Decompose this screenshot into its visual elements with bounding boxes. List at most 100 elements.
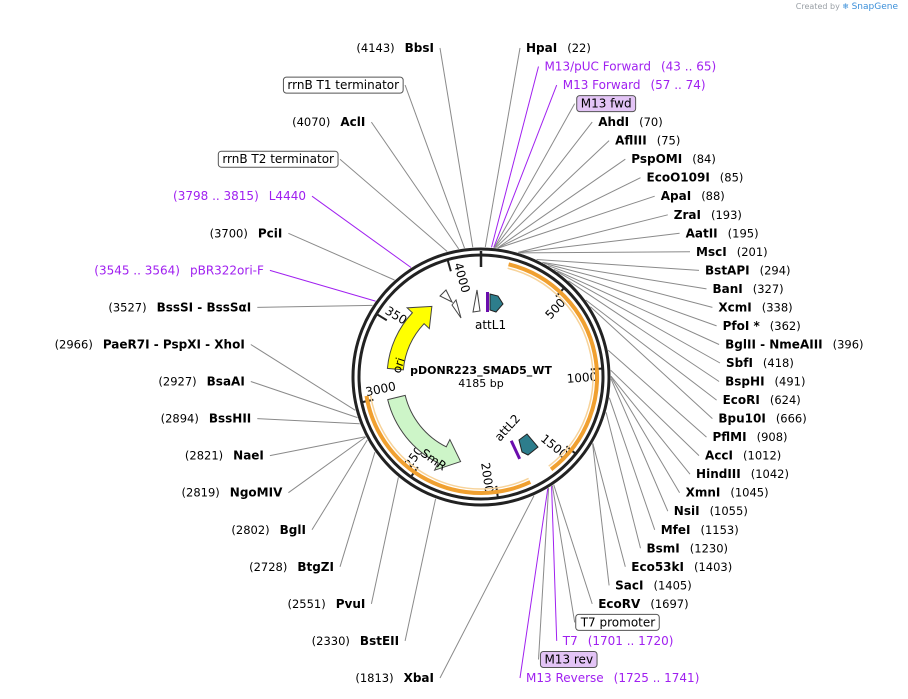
- svg-text:(2927)BsaAI: (2927)BsaAI: [158, 375, 244, 389]
- leader-line: [497, 195, 655, 249]
- site-name: XbaI: [404, 671, 434, 685]
- site-name: BanI: [712, 282, 742, 296]
- leader-line: [610, 378, 669, 512]
- site-label: AflIII(75): [615, 134, 680, 148]
- site-name: Eco53kI: [631, 560, 684, 574]
- site-position: (3798 .. 3815): [173, 189, 259, 203]
- feature-box: [217, 150, 339, 168]
- site-label: Eco53kI(1403): [631, 560, 732, 574]
- attl1-arrow: [489, 293, 504, 313]
- attl1-label: attL1: [475, 318, 506, 332]
- leader-line: [495, 140, 610, 249]
- site-position: (193): [711, 208, 742, 222]
- site-name: Bpu10I: [718, 412, 765, 426]
- site-label: (2894)BssHII: [161, 412, 252, 426]
- site-name: XmnI: [686, 486, 721, 500]
- site-name: NsiI: [674, 504, 700, 518]
- insert-arc-right: [508, 262, 599, 471]
- site-name: AclI: [340, 115, 365, 129]
- site-label: (2330)BstEII: [312, 634, 399, 648]
- leader-line: [542, 261, 707, 290]
- site-position: (2819): [182, 486, 220, 500]
- feature-box-label: T7 promoter: [580, 615, 656, 629]
- site-name: NgoMIV: [230, 486, 283, 500]
- site-name: AccI: [705, 449, 733, 463]
- svg-text:(2819)NgoMIV: (2819) NgoMIV: [182, 486, 284, 500]
- site-name: M13 Forward: [563, 78, 641, 92]
- feature-box-label: M13 fwd: [581, 97, 632, 111]
- leader-line: [439, 47, 474, 248]
- feature-box-label: M13 rev: [544, 653, 593, 667]
- site-position: (338): [762, 300, 793, 314]
- svg-text:NsiI(1055): NsiI (1055): [674, 504, 748, 518]
- site-name: BglII - NmeAIII: [725, 338, 822, 352]
- site-label: (3545 .. 3564)pBR322ori-F: [94, 263, 264, 277]
- leader-line: [311, 439, 368, 531]
- site-position: (22): [567, 41, 591, 55]
- site-position: (2821): [185, 449, 223, 463]
- svg-text:(3527)BssSI - BssSαI: (3527)BssSI - BssSαI: [108, 300, 251, 314]
- insert-arc-left: [364, 395, 532, 495]
- site-position: (2551): [287, 597, 325, 611]
- leader-line: [257, 418, 360, 425]
- site-label: M13 fwd: [576, 95, 637, 113]
- svg-text:MfeI(1153): MfeI(1153): [661, 523, 739, 537]
- tick-label: 4000: [451, 261, 473, 294]
- site-name: BsmI: [647, 541, 680, 555]
- site-label: M13 Forward(57 .. 74): [563, 78, 706, 92]
- site-position: (1230): [690, 541, 728, 555]
- site-position: (1813): [355, 671, 393, 685]
- site-label: (2551)PvuI: [287, 597, 365, 611]
- site-position: (85): [720, 171, 744, 185]
- svg-text:EcoO109I(85): EcoO109I(85): [647, 171, 744, 185]
- leader-line: [311, 195, 412, 268]
- leader-line: [497, 158, 626, 249]
- site-label: XmnI (1045): [686, 486, 769, 500]
- site-name: PciI: [258, 226, 283, 240]
- svg-text:(2728)BtgZI: (2728)BtgZI: [249, 560, 334, 574]
- site-name: BtgZI: [297, 560, 334, 574]
- site-position: (43 .. 65): [661, 60, 716, 74]
- primer-arrow-white: [472, 289, 481, 313]
- site-label: EcoRV(1697): [598, 597, 688, 611]
- site-name: BssHII: [209, 412, 251, 426]
- svg-text:PspOMI(84): PspOMI(84): [631, 152, 716, 166]
- site-label: AatII(195): [686, 226, 759, 240]
- site-position: (2927): [158, 375, 196, 389]
- site-label: rrnB T1 terminator: [282, 76, 404, 94]
- site-name: BssSI - BssSαI: [157, 300, 252, 314]
- site-position: (75): [657, 134, 681, 148]
- site-position: (418): [763, 356, 794, 370]
- leader-line: [288, 232, 395, 281]
- site-label: M13 Reverse(1725 .. 1741): [526, 671, 699, 685]
- smr-feature-arrow: [387, 394, 462, 472]
- feature-box-label: rrnB T2 terminator: [222, 152, 334, 166]
- site-position: (1055): [710, 504, 748, 518]
- site-position: (2966): [55, 338, 93, 352]
- leader-line: [519, 251, 691, 254]
- plasmid-name: pDONR223_SMAD5_WT: [410, 364, 552, 377]
- tick-label: 1000: [566, 370, 597, 386]
- leader-line: [339, 158, 448, 252]
- site-name: ZraI: [674, 208, 701, 222]
- site-position: (1701 .. 1720): [588, 634, 674, 648]
- site-label: (4070)AclI: [292, 115, 365, 129]
- svg-text:M13 fwd: M13 fwd: [581, 97, 632, 111]
- svg-text:AatII(195): AatII(195): [686, 226, 759, 240]
- site-label: BsmI (1230): [647, 541, 729, 555]
- svg-text:(2966)PaeR7I - PspXI - XhoI: (2966)PaeR7I - PspXI - XhoI: [55, 338, 245, 352]
- leader-line: [592, 443, 610, 586]
- svg-text:ApaI(88): ApaI(88): [661, 189, 725, 203]
- svg-text:(2821)NaeI: (2821)NaeI: [185, 449, 264, 463]
- site-name: PspOMI: [631, 152, 682, 166]
- site-label: (2821)NaeI: [185, 449, 264, 463]
- svg-text:MscI(201): MscI(201): [696, 245, 768, 259]
- leader-line: [536, 259, 700, 271]
- ori-feature-arrow: [386, 305, 433, 371]
- svg-text:BstAPI(294): BstAPI(294): [705, 263, 791, 277]
- svg-text:BspHI(491): BspHI(491): [725, 375, 805, 389]
- site-label: Bpu10I(666): [718, 412, 806, 426]
- site-position: (1045): [730, 486, 768, 500]
- site-name: BspHI: [725, 375, 764, 389]
